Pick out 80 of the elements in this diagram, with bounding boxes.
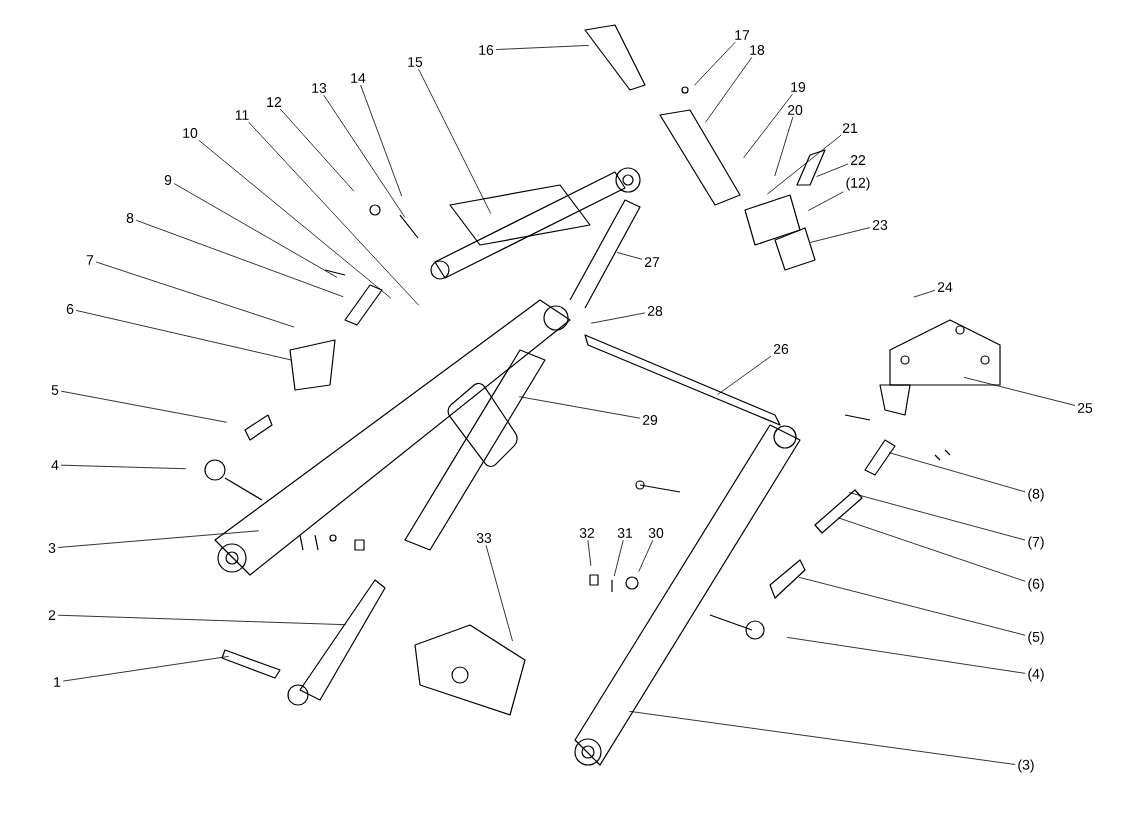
callout-number: 27 [644,257,660,267]
leader-line [60,390,228,423]
leader-line [963,376,1076,406]
leader-line [616,252,643,260]
callout-number: (3) [1018,759,1034,773]
leader-line [323,94,406,218]
callout-number: 4 [51,460,59,470]
callout-number: 17 [735,30,750,40]
callout-number: (4) [1028,668,1044,682]
callout-number: 11 [235,110,249,120]
callout-number: 22 [850,155,866,165]
leader-line [280,108,355,192]
leader-line [198,139,392,299]
callout-number: 14 [351,73,366,83]
leader-line [418,68,492,215]
leader-line [57,530,260,548]
callout-number: 30 [648,528,664,538]
callout-number: 9 [164,175,172,185]
leader-line [766,134,842,195]
leader-line [613,539,624,577]
leader-line [628,710,1016,765]
leader-line [694,41,736,86]
callout-number: 12 [267,97,282,107]
leader-line [808,227,871,244]
leader-line [743,93,793,158]
leader-line [587,539,592,567]
leader-line [590,312,646,324]
leader-line [248,121,420,306]
callout-number: (8) [1028,488,1044,502]
callout-number: 2 [48,610,56,620]
leader-line [888,452,1026,493]
callout-number: 16 [479,45,494,55]
callout-number: 24 [937,282,953,292]
callout-number: 5 [51,385,59,395]
leader-line [360,84,403,197]
callout-number: 7 [86,255,94,265]
callout-number: 21 [842,123,858,133]
callout-number: 18 [750,45,765,55]
callout-number: 28 [647,306,663,316]
leader-line [807,191,844,211]
leader-line [62,656,230,682]
callout-number: 33 [476,533,492,543]
callout-number: 8 [126,213,134,223]
leader-line [638,539,654,572]
leader-line [95,261,295,328]
leader-line [798,576,1026,636]
leader-line [705,56,753,123]
leader-line [57,614,347,626]
leader-line [913,289,936,298]
callout-number: 32 [579,528,595,538]
callout-number: (12) [846,177,870,191]
leader-line [495,45,590,50]
leader-line [135,219,344,298]
callout-number: 13 [312,83,327,93]
callout-number: 19 [791,82,806,92]
leader-line [518,396,641,419]
callout-number: 26 [773,344,789,354]
leader-line [60,464,187,470]
callout-number: 1 [54,677,61,687]
leader-line [786,637,1026,674]
callout-number: (6) [1028,578,1044,592]
leader-line [485,544,513,642]
leader-line [838,517,1026,582]
leader-line [848,492,1026,541]
callout-number: 6 [66,304,74,314]
leader-line [75,310,292,361]
leader-line [774,116,794,177]
callout-number: 31 [617,528,633,538]
callout-number: 3 [48,543,56,553]
callout-number: 10 [183,128,198,138]
callout-number: 15 [408,57,423,67]
leader-line [816,163,849,177]
leader-line [717,355,772,395]
callout-number: 29 [642,415,658,425]
leader-line [173,183,338,278]
callout-number: (5) [1028,631,1044,645]
callout-number: 20 [787,105,803,115]
callout-number: 25 [1077,403,1093,413]
callout-number: (7) [1028,536,1044,550]
callout-number: 23 [872,220,888,230]
